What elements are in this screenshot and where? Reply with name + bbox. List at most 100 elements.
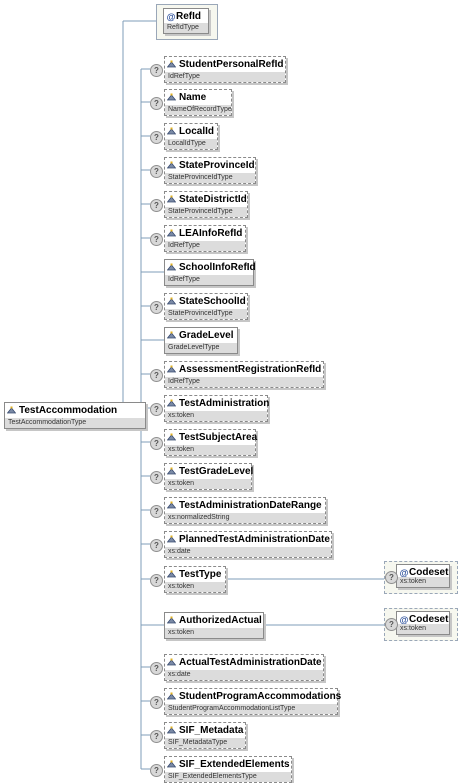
optional-icon: ? (150, 233, 163, 246)
optional-icon: ? (150, 539, 163, 552)
optional-icon: ? (150, 97, 163, 110)
element-icon (167, 501, 176, 510)
element-type: NameOfRecordType (165, 105, 231, 115)
element-name: TestGradeLevel (179, 466, 254, 477)
optional-icon: ? (385, 618, 398, 631)
element-icon (167, 658, 176, 667)
element-icon (167, 93, 176, 102)
optional-icon: ? (150, 696, 163, 709)
element-icon (167, 467, 176, 476)
optional-icon: ? (150, 369, 163, 382)
element-name: SIF_Metadata (179, 725, 244, 736)
element-name: SIF_ExtendedElements (179, 759, 290, 770)
element-testgradelevel[interactable]: TestGradeLevel xs:token (164, 463, 254, 490)
element-type: StateProvinceIdType (165, 173, 255, 183)
element-type: LocalIdType (165, 139, 217, 149)
element-name: AuthorizedActual (179, 615, 262, 626)
element-type: xs:token (165, 582, 225, 592)
element-type: xs:token (165, 445, 255, 455)
element-type: StateProvinceIdType (165, 309, 247, 319)
element-type: xs:date (165, 670, 323, 680)
element-name: LocalId (179, 126, 215, 137)
optional-icon: ? (150, 471, 163, 484)
element-icon (7, 406, 16, 415)
element-name: GradeLevel (179, 330, 234, 341)
element-icon (167, 161, 176, 170)
element-type: xs:date (165, 547, 331, 557)
optional-icon: ? (150, 131, 163, 144)
element-icon (167, 297, 176, 306)
element-icon (167, 127, 176, 136)
element-type: StateProvinceIdType (165, 207, 247, 217)
element-icon (167, 229, 176, 238)
element-name: StateSchoolId (179, 296, 246, 307)
optional-icon: ? (150, 437, 163, 450)
element-name: PlannedTestAdministrationDate (179, 534, 330, 545)
optional-icon: ? (150, 301, 163, 314)
element-icon (167, 60, 176, 69)
element-icon (167, 760, 176, 769)
optional-icon: ? (150, 199, 163, 212)
attribute-refid[interactable]: @ RefId RefIdType (163, 8, 209, 34)
optional-icon: ? (150, 764, 163, 777)
optional-icon: ? (150, 64, 163, 77)
element-icon (167, 616, 176, 625)
optional-icon: ? (150, 505, 163, 518)
element-name: TestType (179, 569, 222, 580)
element-type: xs:normalizedString (165, 513, 325, 523)
element-icon (167, 399, 176, 408)
element-name: SchoolInfoRefId (179, 262, 256, 273)
element-type: SIF_ExtendedElementsType (165, 772, 291, 782)
element-icon (167, 570, 176, 579)
element-name: TestAccommodation (19, 405, 118, 416)
element-icon (167, 263, 176, 272)
element-type: SIF_MetadataType (165, 738, 245, 748)
at-icon: @ (399, 567, 409, 578)
optional-icon: ? (150, 730, 163, 743)
element-type: xs:token (165, 628, 263, 638)
element-type: IdRefType (165, 377, 323, 387)
element-testadministrationdaterange[interactable]: TestAdministrationDateRange xs:normalized… (164, 497, 326, 524)
element-icon (167, 726, 176, 735)
element-authorizedactual[interactable]: AuthorizedActual xs:token (164, 612, 264, 639)
element-icon (167, 535, 176, 544)
element-type: StudentProgramAccommodationListType (165, 704, 337, 714)
element-type: IdRefType (165, 275, 253, 285)
element-plannedtestadministrationdate[interactable]: PlannedTestAdministrationDate xs:date (164, 531, 332, 558)
element-name: TestAdministration (179, 398, 270, 409)
element-testtype[interactable]: TestType xs:token (164, 566, 226, 593)
element-type: TestAccommodationType (5, 418, 145, 428)
element-name: StudentProgramAccommodations (179, 691, 342, 702)
element-type: xs:token (165, 479, 251, 489)
optional-icon: ? (385, 571, 398, 584)
element-name: AssessmentRegistrationRefId (179, 364, 322, 375)
element-name: LEAInfoRefId (179, 228, 243, 239)
element-name: TestAdministrationDateRange (179, 500, 322, 511)
element-type: IdRefType (165, 241, 245, 251)
root-element[interactable]: TestAccommodation TestAccommodationType (4, 402, 146, 429)
element-name: StateProvinceId (179, 160, 255, 171)
optional-icon: ? (150, 403, 163, 416)
at-icon: @ (399, 614, 409, 625)
element-name: Name (179, 92, 207, 103)
element-type: GradeLevelType (165, 343, 237, 353)
at-icon: @ (166, 11, 176, 22)
